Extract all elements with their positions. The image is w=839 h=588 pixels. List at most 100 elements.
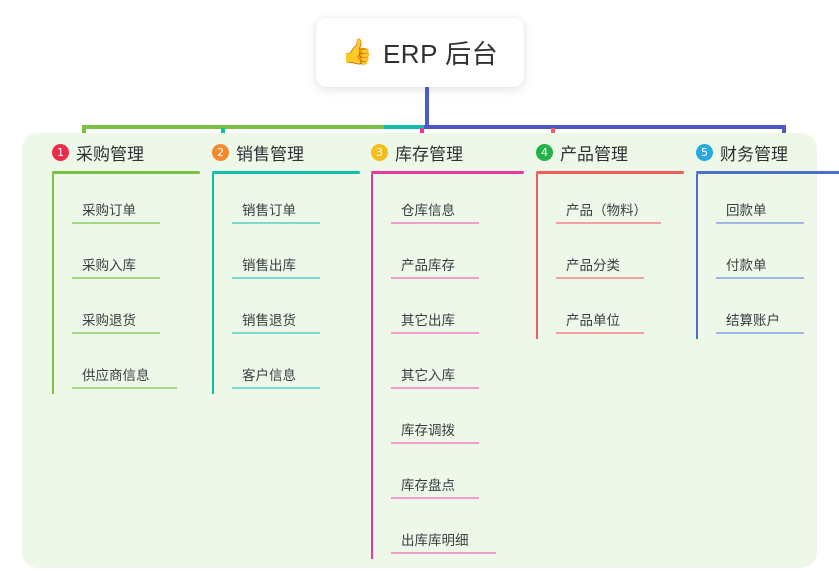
branch-column-product: 4 产品管理 产品（物料） 产品分类产品单位 [524, 133, 684, 339]
branch-item-label: 产品（物料） [566, 203, 647, 218]
branch-item-rule [716, 222, 804, 224]
branch-header-purchasing[interactable]: 1 采购管理 [40, 133, 200, 171]
branch-item-label: 库存调拨 [401, 423, 455, 438]
branch-item[interactable]: 采购订单 [72, 174, 200, 229]
branch-column-purchasing: 1 采购管理 采购订单采购入库采购退货供应商信息 [40, 133, 200, 394]
branch-spine-1 [52, 174, 54, 394]
branch-item-rule [391, 552, 496, 554]
branch-column-sales: 2 销售管理 销售订单销售出库销售退货客户信息 [200, 133, 360, 394]
branch-title-product: 产品管理 [560, 144, 628, 164]
branch-item-rule [556, 222, 661, 224]
branch-items-purchasing: 采购订单采购入库采购退货供应商信息 [52, 174, 200, 394]
branch-item-label: 客户信息 [242, 368, 296, 383]
connector-bar-green [82, 125, 384, 129]
branch-item-rule [232, 387, 320, 389]
branch-item-label: 仓库信息 [401, 203, 455, 218]
branch-item[interactable]: 仓库信息 [391, 174, 524, 229]
branch-item[interactable]: 出库库明细 [391, 504, 524, 559]
branch-title-finance: 财务管理 [720, 144, 788, 164]
root-node-content: 👍 ERP 后台 [342, 34, 498, 71]
branch-item-label: 结算账户 [726, 313, 780, 328]
branch-item-label: 产品分类 [566, 258, 620, 273]
branch-spine-3 [371, 174, 373, 559]
branch-item-rule [556, 277, 644, 279]
branch-item-label: 库存盘点 [401, 478, 455, 493]
connector-bar-teal [384, 125, 424, 129]
branch-badge-2: 2 [212, 143, 229, 161]
branch-item[interactable]: 销售出库 [232, 229, 360, 284]
branch-item[interactable]: 其它出库 [391, 284, 524, 339]
branch-item[interactable]: 采购退货 [72, 284, 200, 339]
branch-column-inventory: 3 库存管理 仓库信息产品库存其它出库其它入库库存调拨库存盘点出库库明细 [359, 133, 524, 559]
branch-item-rule [391, 387, 479, 389]
branch-item[interactable]: 销售退货 [232, 284, 360, 339]
branch-item-label: 供应商信息 [82, 368, 150, 383]
branch-column-finance: 5 财务管理 回款单付款单结算账户 [684, 133, 839, 339]
branch-item[interactable]: 回款单 [716, 174, 839, 229]
branch-item[interactable]: 产品单位 [556, 284, 684, 339]
branch-item-label: 产品库存 [401, 258, 455, 273]
connector-bar-blue [424, 125, 786, 129]
branch-title-purchasing: 采购管理 [76, 144, 144, 164]
branch-item-label: 付款单 [726, 258, 767, 273]
branch-header-sales[interactable]: 2 销售管理 [200, 133, 360, 171]
branch-item-label: 采购订单 [82, 203, 136, 218]
branch-badge-3: 3 [371, 143, 388, 161]
branch-item-rule [716, 277, 804, 279]
branch-item[interactable]: 销售订单 [232, 174, 360, 229]
root-node-erp-backend[interactable]: 👍 ERP 后台 [316, 18, 524, 87]
branch-header-rule-1 [52, 171, 200, 174]
branch-item-rule [72, 277, 160, 279]
branch-header-rule-3 [371, 171, 524, 174]
branch-items-sales: 销售订单销售出库销售退货客户信息 [212, 174, 360, 394]
branch-item[interactable]: 库存调拨 [391, 394, 524, 449]
branch-item-rule [72, 332, 160, 334]
branch-item[interactable]: 供应商信息 [72, 339, 200, 394]
branch-badge-1: 1 [52, 143, 69, 161]
root-node-title: ERP 后台 [382, 39, 499, 69]
branch-title-inventory: 库存管理 [395, 144, 463, 164]
branch-spine-4 [536, 174, 538, 339]
branch-title-sales: 销售管理 [236, 144, 304, 164]
branch-items-product: 产品（物料） 产品分类产品单位 [536, 174, 684, 339]
branch-header-rule-5 [696, 171, 839, 174]
branch-item-label: 回款单 [726, 203, 767, 218]
branch-item-rule [72, 222, 160, 224]
branch-item-label: 销售订单 [242, 203, 296, 218]
branch-header-product[interactable]: 4 产品管理 [524, 133, 684, 171]
branch-item-label: 其它入库 [401, 368, 455, 383]
branch-item-rule [716, 332, 804, 334]
branches-panel: 1 采购管理 采购订单采购入库采购退货供应商信息 2 销售管理 销售订单销售出库… [22, 133, 839, 568]
branch-badge-4: 4 [536, 143, 553, 161]
branch-header-inventory[interactable]: 3 库存管理 [359, 133, 524, 171]
branch-item[interactable]: 客户信息 [232, 339, 360, 394]
branch-header-rule-4 [536, 171, 684, 174]
branch-item-rule [391, 332, 479, 334]
branch-item[interactable]: 产品分类 [556, 229, 684, 284]
branch-spine-2 [212, 174, 214, 394]
branch-item[interactable]: 产品库存 [391, 229, 524, 284]
branch-item[interactable]: 产品（物料） [556, 174, 684, 229]
branch-item-label: 产品单位 [566, 313, 620, 328]
branch-items-inventory: 仓库信息产品库存其它出库其它入库库存调拨库存盘点出库库明细 [371, 174, 524, 559]
branch-item[interactable]: 付款单 [716, 229, 839, 284]
branch-item-rule [556, 332, 644, 334]
branch-item-rule [391, 277, 479, 279]
branch-item-rule [232, 222, 320, 224]
branch-item-rule [232, 277, 320, 279]
branch-item[interactable]: 库存盘点 [391, 449, 524, 504]
branch-item-label: 采购退货 [82, 313, 136, 328]
branch-item-label: 销售出库 [242, 258, 296, 273]
branch-item-rule [391, 222, 479, 224]
branch-item-label: 出库库明细 [401, 533, 469, 548]
branch-item-rule [232, 332, 320, 334]
branch-item[interactable]: 采购入库 [72, 229, 200, 284]
thumbs-up-icon: 👍 [341, 38, 373, 66]
branch-item[interactable]: 结算账户 [716, 284, 839, 339]
branch-item[interactable]: 其它入库 [391, 339, 524, 394]
branch-item-rule [391, 442, 479, 444]
branch-header-finance[interactable]: 5 财务管理 [684, 133, 839, 171]
branch-item-label: 销售退货 [242, 313, 296, 328]
branch-items-finance: 回款单付款单结算账户 [696, 174, 839, 339]
